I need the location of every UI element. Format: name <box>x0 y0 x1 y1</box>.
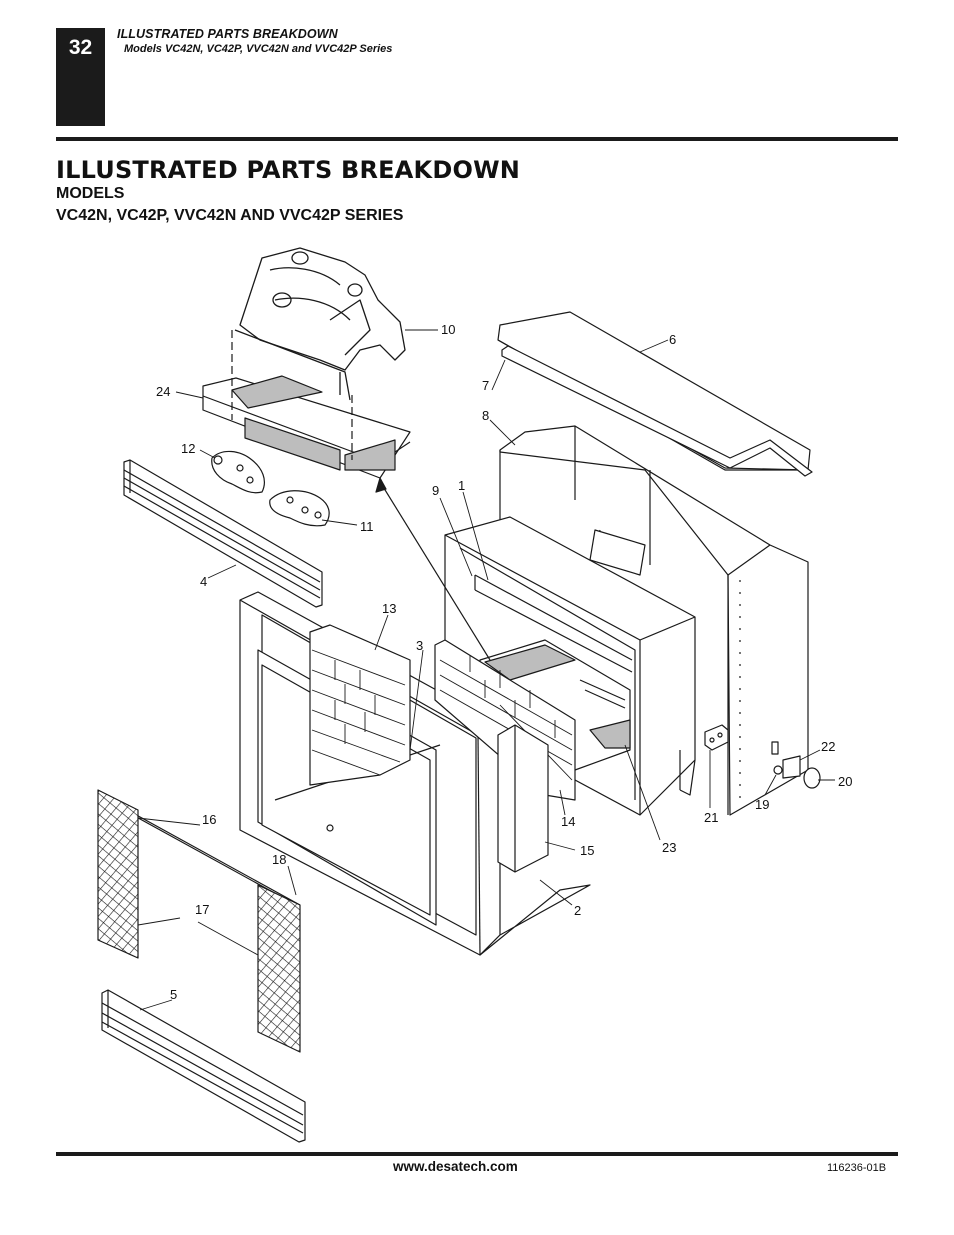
bottom-trim-5 <box>101 989 306 1143</box>
callout-4: 4 <box>200 574 207 589</box>
callout-24: 24 <box>156 384 170 399</box>
assembly-arrow <box>375 477 491 661</box>
callout-16: 16 <box>202 812 216 827</box>
top-trim-4 <box>123 459 323 608</box>
brick-liner-13 <box>309 624 411 786</box>
callout-11: 11 <box>360 519 374 534</box>
side-panel-15 <box>497 724 549 873</box>
switch-19-22 <box>771 741 821 789</box>
running-subtitle: Models VC42N, VC42P, VVC42N and VVC42P S… <box>124 43 393 55</box>
callout-22: 22 <box>821 739 835 754</box>
top-panel-7 <box>501 345 813 477</box>
footer-rule <box>56 1152 898 1156</box>
page-number: 32 <box>68 36 93 59</box>
page-title: ILLUSTRATED PARTS BREAKDOWN <box>56 156 521 184</box>
page-tab: 32 <box>56 28 105 126</box>
models-list: VC42N, VC42P, VVC42N AND VVC42P SERIES <box>56 207 404 224</box>
inner-firebox-1 <box>444 516 696 816</box>
log-set-10 <box>234 247 406 401</box>
callout-9: 9 <box>432 483 439 498</box>
junction-box-21 <box>704 724 729 751</box>
ember-rock-11 <box>269 490 330 527</box>
callout-13: 13 <box>382 601 396 616</box>
burner-tray-24 <box>202 330 411 479</box>
running-title: ILLUSTRATED PARTS BREAKDOWN <box>117 27 338 41</box>
ember-rock-12 <box>211 450 265 494</box>
callout-14: 14 <box>561 814 575 829</box>
website-link[interactable]: www.desatech.com <box>393 1159 518 1174</box>
callout-3: 3 <box>416 638 423 653</box>
document-number: 116236-01B <box>827 1162 887 1174</box>
callout-10: 10 <box>441 322 455 337</box>
callout-2: 2 <box>574 903 581 918</box>
callout-8: 8 <box>482 408 489 423</box>
callout-1: 1 <box>458 478 465 493</box>
callout-23: 23 <box>662 840 676 855</box>
callout-15: 15 <box>580 843 594 858</box>
screen-left-17 <box>97 789 139 959</box>
callout-labels: 1 2 3 4 5 6 7 8 9 10 11 12 13 14 15 16 1… <box>156 322 852 1002</box>
callout-21: 21 <box>704 810 718 825</box>
callout-17: 17 <box>195 902 209 917</box>
callout-19: 19 <box>755 797 769 812</box>
screen-right-17 <box>257 884 301 1053</box>
callout-18: 18 <box>272 852 286 867</box>
models-label: MODELS <box>56 185 125 202</box>
leader-lines <box>137 329 835 1011</box>
callout-20: 20 <box>838 774 852 789</box>
callout-7: 7 <box>482 378 489 393</box>
callout-12: 12 <box>181 441 195 456</box>
callout-6: 6 <box>669 332 676 347</box>
callout-5: 5 <box>170 987 177 1002</box>
header-rule <box>56 137 898 141</box>
